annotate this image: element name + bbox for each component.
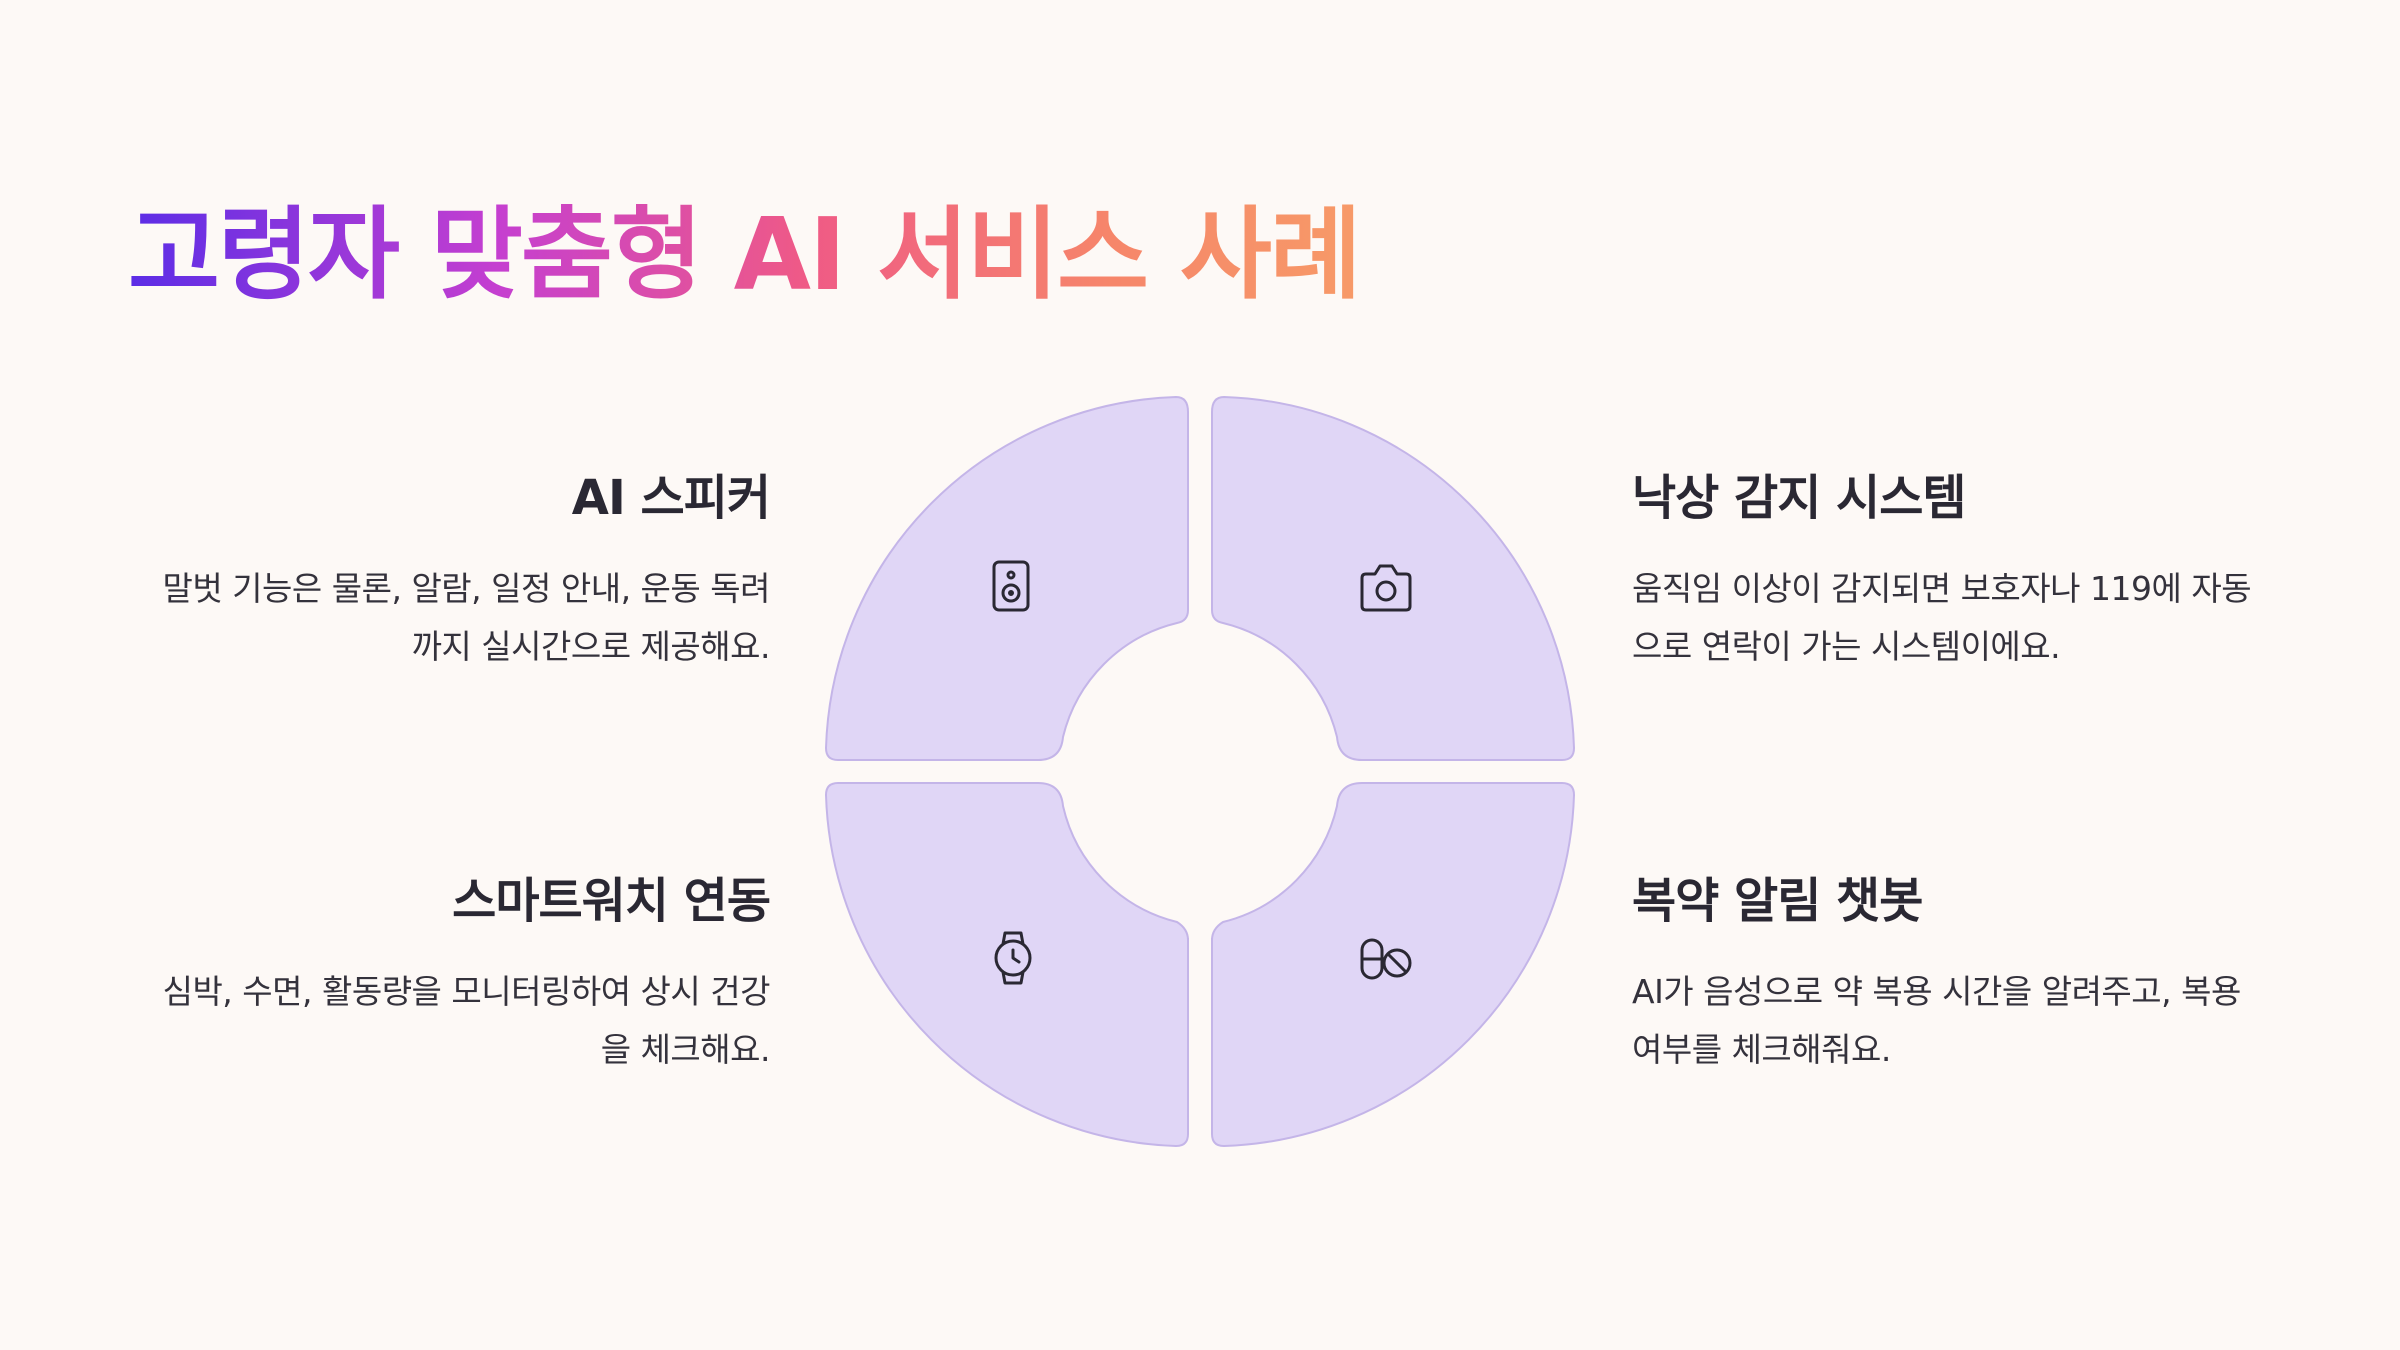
feature-fall-detection: 낙상 감지 시스템 움직임 이상이 감지되면 보호자나 119에 자동으로 연락… (1632, 468, 2252, 676)
pill-icon (1360, 938, 1412, 980)
speaker-icon (992, 560, 1030, 612)
feature-title: 스마트워치 연동 (452, 873, 771, 929)
feature-description: 심박, 수면, 활동량을 모니터링하여 상시 건강을 체크해요. (162, 972, 771, 1069)
feature-title: 복약 알림 챗봇 (1632, 873, 1923, 929)
feature-title: 낙상 감지 시스템 (1632, 470, 1967, 526)
feature-description: AI가 음성으로 약 복용 시간을 알려주고, 복용 여부를 체크해줘요. (1632, 972, 2241, 1069)
ring-segments (824, 395, 1576, 1148)
feature-ai-speaker: AI 스피커 말벗 기능은 물론, 알람, 일정 안내, 운동 독려까지 실시간… (150, 468, 771, 676)
watch-icon (994, 931, 1032, 985)
segment-bottom-left (824, 782, 1189, 1148)
feature-medication-chatbot: 복약 알림 챗봇 AI가 음성으로 약 복용 시간을 알려주고, 복용 여부를 … (1632, 871, 2252, 1079)
feature-description: 움직임 이상이 감지되면 보호자나 119에 자동으로 연락이 가는 시스템이에… (1632, 569, 2252, 666)
feature-description: 말벗 기능은 물론, 알람, 일정 안내, 운동 독려까지 실시간으로 제공해요… (162, 569, 770, 666)
camera-icon (1360, 564, 1412, 612)
page-title: 고령자 맞춤형 AI 서비스 사례 (128, 185, 1362, 325)
segment-top-right (1211, 395, 1576, 761)
feature-smartwatch: 스마트워치 연동 심박, 수면, 활동량을 모니터링하여 상시 건강을 체크해요… (150, 871, 771, 1079)
segment-bottom-right (1211, 782, 1576, 1148)
feature-title: AI 스피커 (571, 470, 771, 526)
segment-top-left (824, 395, 1189, 761)
